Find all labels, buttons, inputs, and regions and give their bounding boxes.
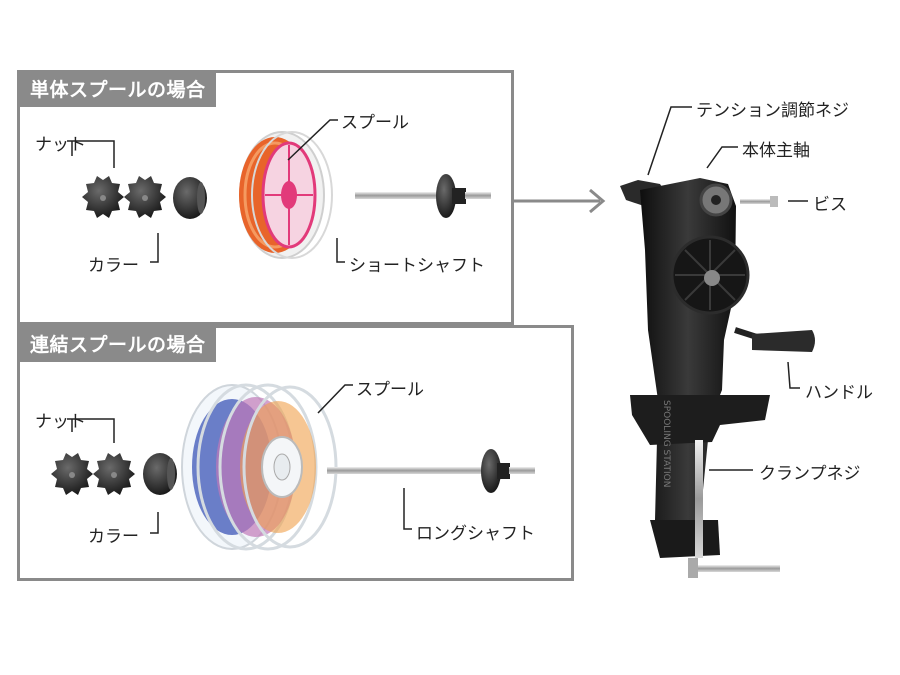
body-lettering: SPOOLING STATION xyxy=(661,400,671,487)
collar-icon xyxy=(173,177,207,219)
nut-icon xyxy=(82,176,124,218)
spooling-station-icon xyxy=(620,178,815,578)
long-shaft-icon xyxy=(327,449,535,493)
arrow-right-icon xyxy=(514,188,606,214)
nut-icon xyxy=(51,453,93,495)
linked-spool-panel: 連結スプールの場合 xyxy=(17,325,574,581)
orange-spool-icon xyxy=(239,131,333,259)
spool-label: スプール xyxy=(341,113,409,133)
main-shaft-label: 本体主軸 xyxy=(742,141,810,161)
nut-label: ナット xyxy=(35,412,86,432)
tension-screw-label: テンション調節ネジ xyxy=(696,101,849,121)
collar-label: カラー xyxy=(88,527,139,547)
nut-icon xyxy=(124,176,166,218)
short-shaft-icon xyxy=(355,174,491,218)
short-shaft-label: ショートシャフト xyxy=(349,256,485,276)
nut-icon xyxy=(93,453,135,495)
single-spool-panel-title: 単体スプールの場合 xyxy=(20,73,216,107)
handle-label: ハンドル xyxy=(805,383,873,403)
collar-icon xyxy=(143,453,177,495)
linked-spools-icon xyxy=(181,383,338,551)
spool-label: スプール xyxy=(356,380,424,400)
nut-label: ナット xyxy=(35,135,86,155)
screw-label: ビス xyxy=(813,195,847,215)
linked-spool-panel-title: 連結スプールの場合 xyxy=(20,328,216,362)
long-shaft-label: ロングシャフト xyxy=(416,524,535,544)
clamp-screw-label: クランプネジ xyxy=(759,464,861,484)
collar-label: カラー xyxy=(88,256,139,276)
